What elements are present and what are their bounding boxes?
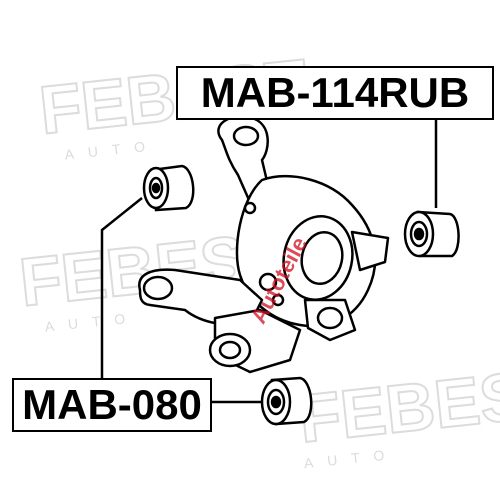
leader-line-lower-left xyxy=(100,197,143,380)
part-label-mab-080: MAB-080 xyxy=(12,378,212,432)
leader-lines xyxy=(100,120,438,404)
part-label-mab-114rub: MAB-114RUB xyxy=(176,66,494,120)
watermark-brand-row3: FEBEST xyxy=(295,354,500,458)
lower-bushing xyxy=(260,376,313,426)
side-bushing xyxy=(142,164,195,212)
knuckle-assembly xyxy=(138,115,390,374)
upper-bushing xyxy=(403,210,460,258)
